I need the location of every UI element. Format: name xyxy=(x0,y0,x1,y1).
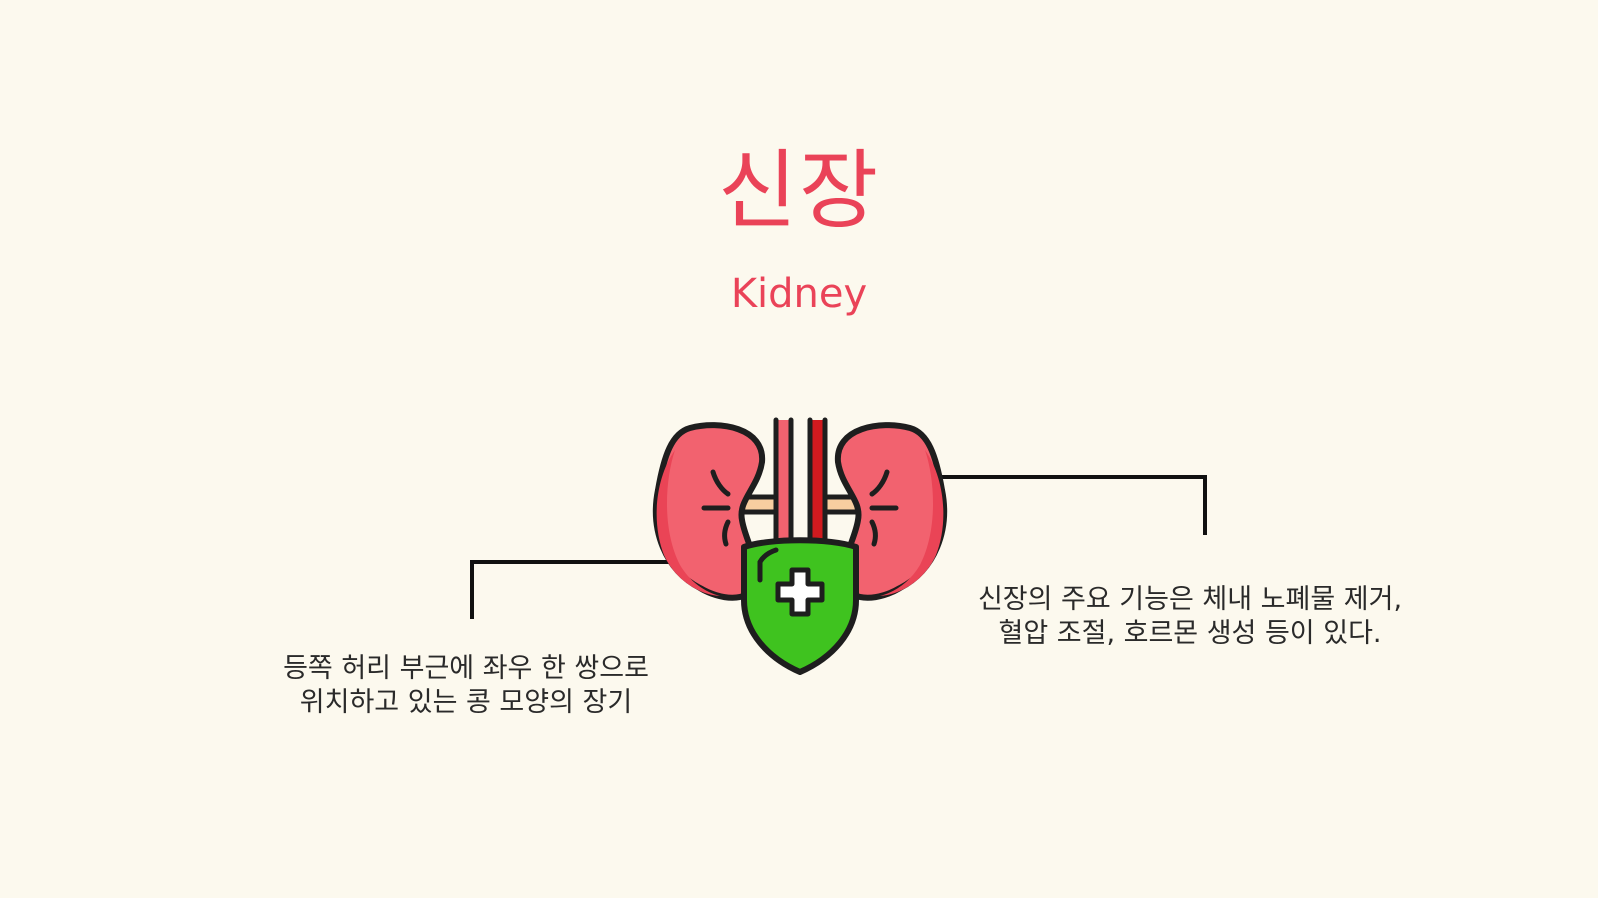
kidney-with-medical-shield-icon xyxy=(652,417,948,675)
left-callout-connector xyxy=(470,560,690,619)
right-callout-connector xyxy=(900,475,1207,535)
page-title: 신장 xyxy=(717,141,881,241)
left-callout-line-1: 등쪽 허리 부근에 좌우 한 쌍으로 xyxy=(283,653,649,684)
right-callout-text: 신장의 주요 기능은 체내 노폐물 제거, 혈압 조절, 호르몬 생성 등이 있… xyxy=(960,583,1420,651)
right-callout-line-2: 혈압 조절, 호르몬 생성 등이 있다. xyxy=(998,618,1382,649)
page-subtitle: Kidney xyxy=(730,271,868,317)
left-callout-line-2: 위치하고 있는 콩 모양의 장기 xyxy=(299,687,633,718)
right-callout-line-1: 신장의 주요 기능은 체내 노폐물 제거, xyxy=(977,584,1403,615)
left-callout-text: 등쪽 허리 부근에 좌우 한 쌍으로 위치하고 있는 콩 모양의 장기 xyxy=(266,652,666,720)
